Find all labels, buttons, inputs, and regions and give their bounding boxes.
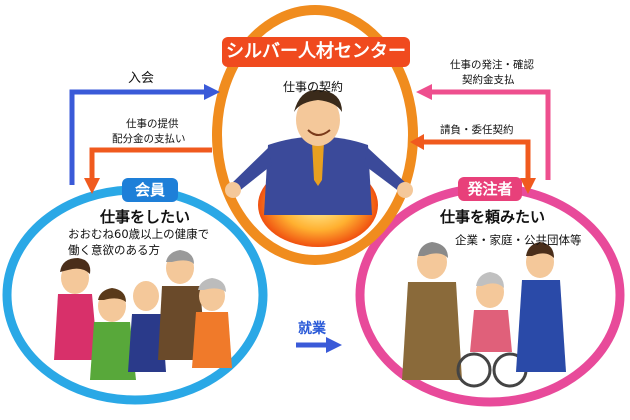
provide-label-1: 仕事の提供 <box>126 118 179 130</box>
client-sub: 企業・家庭・公共団体等 <box>455 233 582 247</box>
member-line1: おおむね60歳以上の健康で <box>68 227 210 241</box>
employment-arrowhead <box>326 337 342 353</box>
center-figure-icon <box>225 89 413 215</box>
order-arrowhead <box>416 84 432 100</box>
provide-label-2: 配分金の支払い <box>112 133 186 145</box>
provide-arrowhead <box>84 178 100 194</box>
center-title: シルバー人材センター <box>222 37 410 67</box>
member-tag: 会員 <box>122 178 178 202</box>
center-ring <box>212 5 418 265</box>
contract-arrowhead <box>520 178 536 194</box>
join-arrowhead <box>204 84 220 100</box>
join-arrow <box>69 89 204 185</box>
center-caption: 仕事の契約 <box>283 80 344 94</box>
client-group-icon <box>402 242 566 388</box>
provide-arrow <box>89 147 212 180</box>
order-label-1: 仕事の発注・確認 <box>450 59 534 71</box>
member-line2: 働く意欲のある方 <box>68 243 160 257</box>
member-heading: 仕事をしたい <box>100 208 191 226</box>
join-label: 入会 <box>128 71 155 86</box>
order-label-2: 契約金支払 <box>462 74 515 86</box>
contract-arrow <box>422 139 531 180</box>
contract-label: 請負・委任契約 <box>440 124 514 136</box>
member-group-icon <box>54 250 232 380</box>
employment-label: 就業 <box>298 321 326 337</box>
order-arrow <box>432 89 551 180</box>
client-heading: 仕事を頼みたい <box>440 208 546 226</box>
client-tag: 発注者 <box>458 177 522 201</box>
contract-arrowtail <box>410 134 424 150</box>
